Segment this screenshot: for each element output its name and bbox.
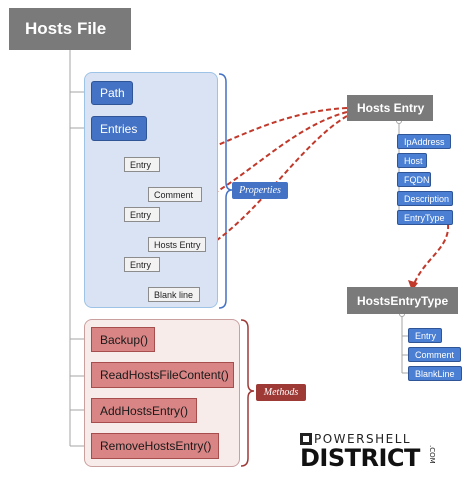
field-host[interactable]: Host [397, 153, 427, 168]
method-read-hosts-file-content[interactable]: ReadHostsFileContent() [91, 362, 234, 388]
field-entrytype[interactable]: EntryType [397, 210, 453, 225]
entry-node-3[interactable]: Entry [124, 257, 160, 272]
method-remove-hosts-entry[interactable]: RemoveHostsEntry() [91, 433, 219, 459]
logo-main-text: DISTRICT [300, 444, 420, 472]
powershell-district-logo: POWERSHELL DISTRICT .COM [300, 432, 470, 475]
methods-tag: Methods [256, 384, 306, 401]
hosts-entry-node[interactable]: Hosts Entry [347, 95, 433, 121]
hosts-entry-type-node[interactable]: HostsEntryType [347, 287, 458, 314]
method-backup[interactable]: Backup() [91, 327, 155, 352]
logo-mark-icon [300, 433, 312, 445]
entry-node-2[interactable]: Entry [124, 207, 160, 222]
path-node[interactable]: Path [91, 81, 133, 105]
logo-top-text: POWERSHELL [314, 432, 412, 446]
blank-line-node[interactable]: Blank line [148, 287, 200, 302]
root-node[interactable]: Hosts File [9, 8, 131, 50]
type-blankline[interactable]: BlankLine [408, 366, 462, 381]
field-ipaddress[interactable]: IpAddress [397, 134, 451, 149]
entry-node-1[interactable]: Entry [124, 157, 160, 172]
comment-node[interactable]: Comment [148, 187, 202, 202]
type-comment[interactable]: Comment [408, 347, 461, 362]
logo-suffix-text: .COM [428, 445, 436, 464]
field-description[interactable]: Description [397, 191, 453, 206]
method-add-hosts-entry[interactable]: AddHostsEntry() [91, 398, 197, 423]
entries-node[interactable]: Entries [91, 116, 147, 141]
hosts-entry-child-node[interactable]: Hosts Entry [148, 237, 206, 252]
field-fqdn[interactable]: FQDN [397, 172, 431, 187]
type-entry[interactable]: Entry [408, 328, 442, 343]
properties-tag: Properties [232, 182, 288, 199]
